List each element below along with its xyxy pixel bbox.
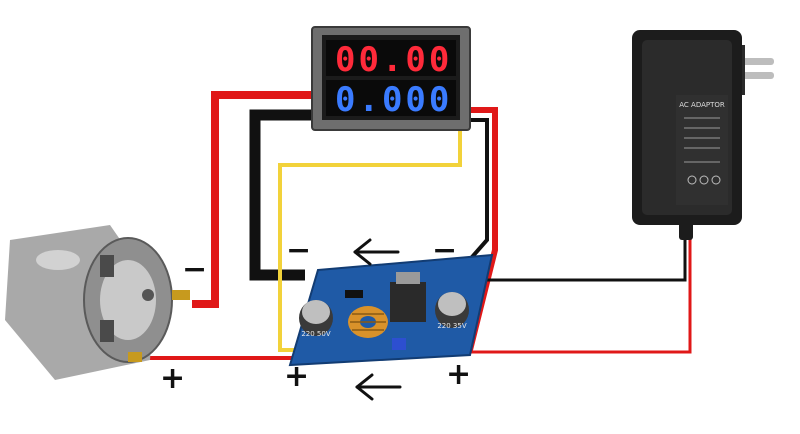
arrow-top	[353, 238, 400, 266]
module-output-positive-sign: +	[284, 359, 310, 394]
black-wire-adapter	[465, 238, 687, 282]
potentiometer	[392, 338, 406, 350]
module-input-negative-sign: −	[432, 233, 458, 268]
regulator-chip	[390, 272, 426, 322]
ac-adapter: AC ADAPTOR	[632, 30, 774, 240]
svg-text:220 50V: 220 50V	[301, 330, 330, 338]
yellow-sense-wire	[278, 120, 462, 352]
module-input-positive-sign: +	[446, 357, 472, 392]
red-wire-meter-to-motor	[192, 91, 325, 308]
buck-converter-module: 220 50V 220 35V	[288, 253, 494, 367]
adapter-label: AC ADAPTOR	[679, 101, 725, 109]
dc-motor	[5, 225, 190, 380]
module-output-negative-sign: −	[286, 233, 312, 268]
right-capacitor: 220 35V	[435, 292, 469, 330]
volt-amp-meter: 00.00 0.000	[311, 26, 471, 131]
arrow-bottom	[355, 373, 402, 401]
red-wire-adapter	[470, 238, 692, 354]
diode	[345, 290, 363, 298]
inductor-coil	[348, 306, 388, 338]
left-capacitor: 220 50V	[299, 300, 333, 338]
motor-positive-sign: +	[160, 361, 186, 396]
svg-text:220 35V: 220 35V	[437, 322, 466, 330]
motor-negative-sign: −	[182, 252, 208, 287]
current-reading: 0.000	[335, 80, 452, 120]
voltage-reading: 00.00	[335, 40, 452, 80]
